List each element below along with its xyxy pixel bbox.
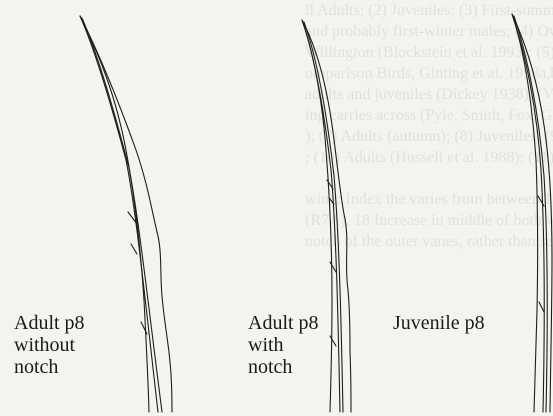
feather-rachis-edge: [82, 18, 162, 412]
caption-line: notch: [248, 356, 319, 378]
caption-line: notch: [14, 356, 85, 378]
feather-outer-vane-edge: [80, 16, 149, 412]
feather-rachis-edge: [514, 16, 547, 412]
caption-line: Adult p8: [14, 312, 85, 334]
caption-line: Juvenile p8: [393, 312, 485, 334]
caption-juvenile: Juvenile p8: [393, 312, 485, 334]
caption-line: without: [14, 334, 85, 356]
feather-rachis: [512, 14, 544, 412]
caption-adult-with-notch: Adult p8 with notch: [248, 312, 319, 378]
feather-barb-nick: [330, 262, 336, 272]
caption-adult-without-notch: Adult p8 without notch: [14, 312, 85, 378]
feather-barb-nick: [131, 244, 137, 254]
caption-line: with: [248, 334, 319, 356]
feather-adult-without-notch: [80, 16, 172, 412]
feather-barb-nick: [538, 196, 544, 206]
feather-barb-nick: [141, 322, 147, 334]
caption-line: Adult p8: [248, 312, 319, 334]
feather-barb-nick: [539, 302, 544, 312]
feather-juvenile: [512, 14, 552, 412]
feather-inner-vane-edge: [80, 16, 172, 412]
feather-barb-nick: [330, 336, 336, 346]
